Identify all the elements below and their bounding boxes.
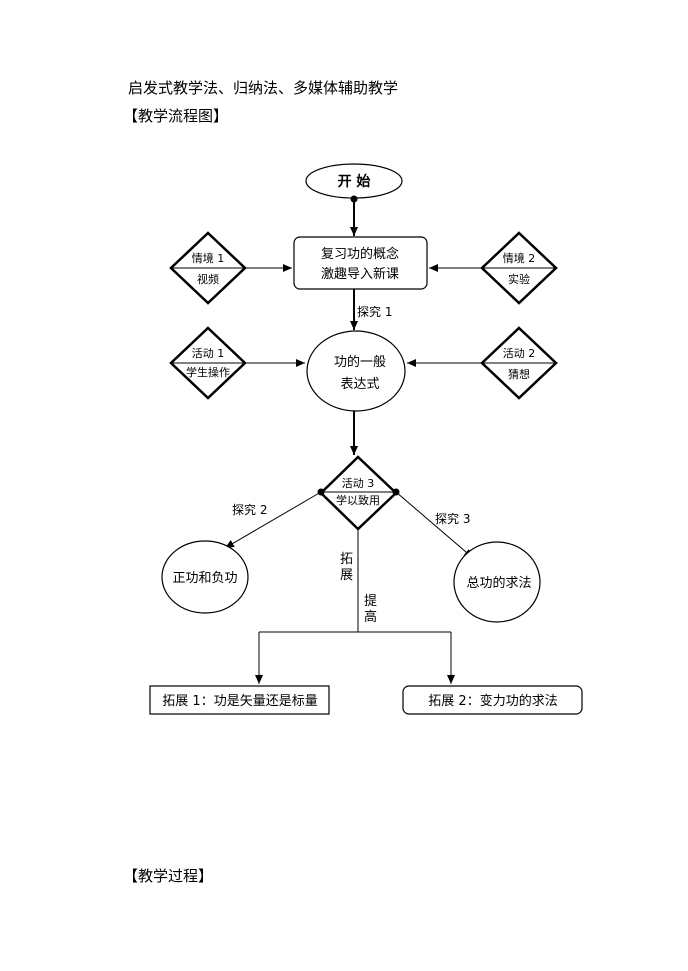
review-line-2: 激趣导入新课 — [321, 266, 399, 282]
scene2-top: 情境 2 — [503, 251, 536, 265]
extend-char-2: 展 — [340, 568, 353, 583]
act2-bottom: 猜想 — [508, 367, 530, 381]
explore1-label: 探究 1 — [357, 304, 392, 319]
flow-heading: 【教学流程图】 — [123, 107, 229, 125]
ext1-box — [149, 685, 330, 715]
explore3-label: 探究 3 — [435, 511, 470, 526]
total-work-node — [453, 541, 541, 623]
scene1-bottom: 视频 — [197, 272, 219, 286]
review-box — [293, 236, 428, 290]
total-work-label: 总功的求法 — [466, 575, 531, 591]
review-line-1: 复习功的概念 — [321, 246, 399, 262]
extend-char-1: 拓 — [340, 552, 353, 567]
explore2-label: 探究 2 — [232, 502, 267, 517]
act3-bottom: 学以致用 — [336, 493, 380, 507]
act3-top: 活动 3 — [342, 477, 375, 490]
pos-neg-work-label: 正功和负功 — [172, 571, 237, 586]
act3-diamond — [319, 455, 398, 531]
act1-top: 活动 1 — [192, 347, 225, 360]
method-line: 启发式教学法、归纳法、多媒体辅助教学 — [128, 79, 399, 97]
scene2-bottom: 实验 — [508, 272, 530, 286]
ext1-label: 拓展 1：功是矢量还是标量 — [162, 694, 317, 709]
improve-char-1: 提 — [364, 593, 377, 609]
arrow-act3-posneg — [224, 491, 322, 549]
improve-char-2: 高 — [364, 609, 377, 625]
act1-bottom: 学生操作 — [186, 365, 230, 379]
pos-neg-work-node — [161, 540, 249, 614]
ext2-label: 拓展 2：变力功的求法 — [428, 693, 557, 709]
work-expr-node — [306, 330, 406, 412]
work-expr-line-2: 表达式 — [340, 377, 379, 392]
process-heading: 【教学过程】 — [123, 867, 214, 885]
arrow-act3-total — [395, 491, 474, 559]
act2-top: 活动 2 — [503, 347, 536, 360]
start-label: 开 始 — [338, 173, 371, 190]
ext2-box — [402, 685, 583, 715]
scene1-top: 情境 1 — [192, 251, 225, 265]
work-expr-line-1: 功的一般 — [334, 354, 386, 370]
